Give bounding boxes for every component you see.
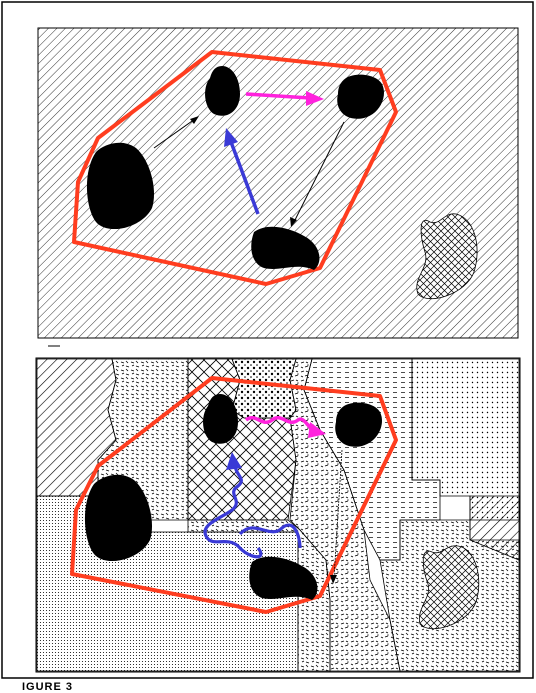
top-patch-b xyxy=(205,66,240,116)
bottom-patch-d xyxy=(249,556,318,600)
top-patch-c xyxy=(337,74,384,119)
bottom-arrow-blue xyxy=(203,461,263,559)
top-arrow-magenta xyxy=(245,92,311,100)
top-arrow-blue xyxy=(229,141,260,215)
outer-border xyxy=(1,1,534,679)
bottom-patch-c xyxy=(335,402,382,447)
top-patch-a xyxy=(86,142,155,230)
figure-caption-fragment: IGURE 3 xyxy=(22,681,74,693)
top-arrow-a-to-b xyxy=(153,118,196,149)
bottom-home-range-hull xyxy=(70,376,398,614)
bottom-patch-b xyxy=(203,394,238,444)
bottom-panel xyxy=(35,357,521,673)
top-home-range-hull xyxy=(72,50,398,286)
bottom-arrow-magenta xyxy=(244,416,315,432)
bottom-arrow-c-to-d xyxy=(333,449,343,579)
top-arrow-c-to-d xyxy=(293,121,345,223)
bottom-patch-a xyxy=(84,474,153,562)
mosaic-right-diag xyxy=(469,495,520,561)
top-patch-d xyxy=(251,226,320,270)
mosaic-dots-block xyxy=(231,358,297,419)
top-panel xyxy=(37,27,519,339)
